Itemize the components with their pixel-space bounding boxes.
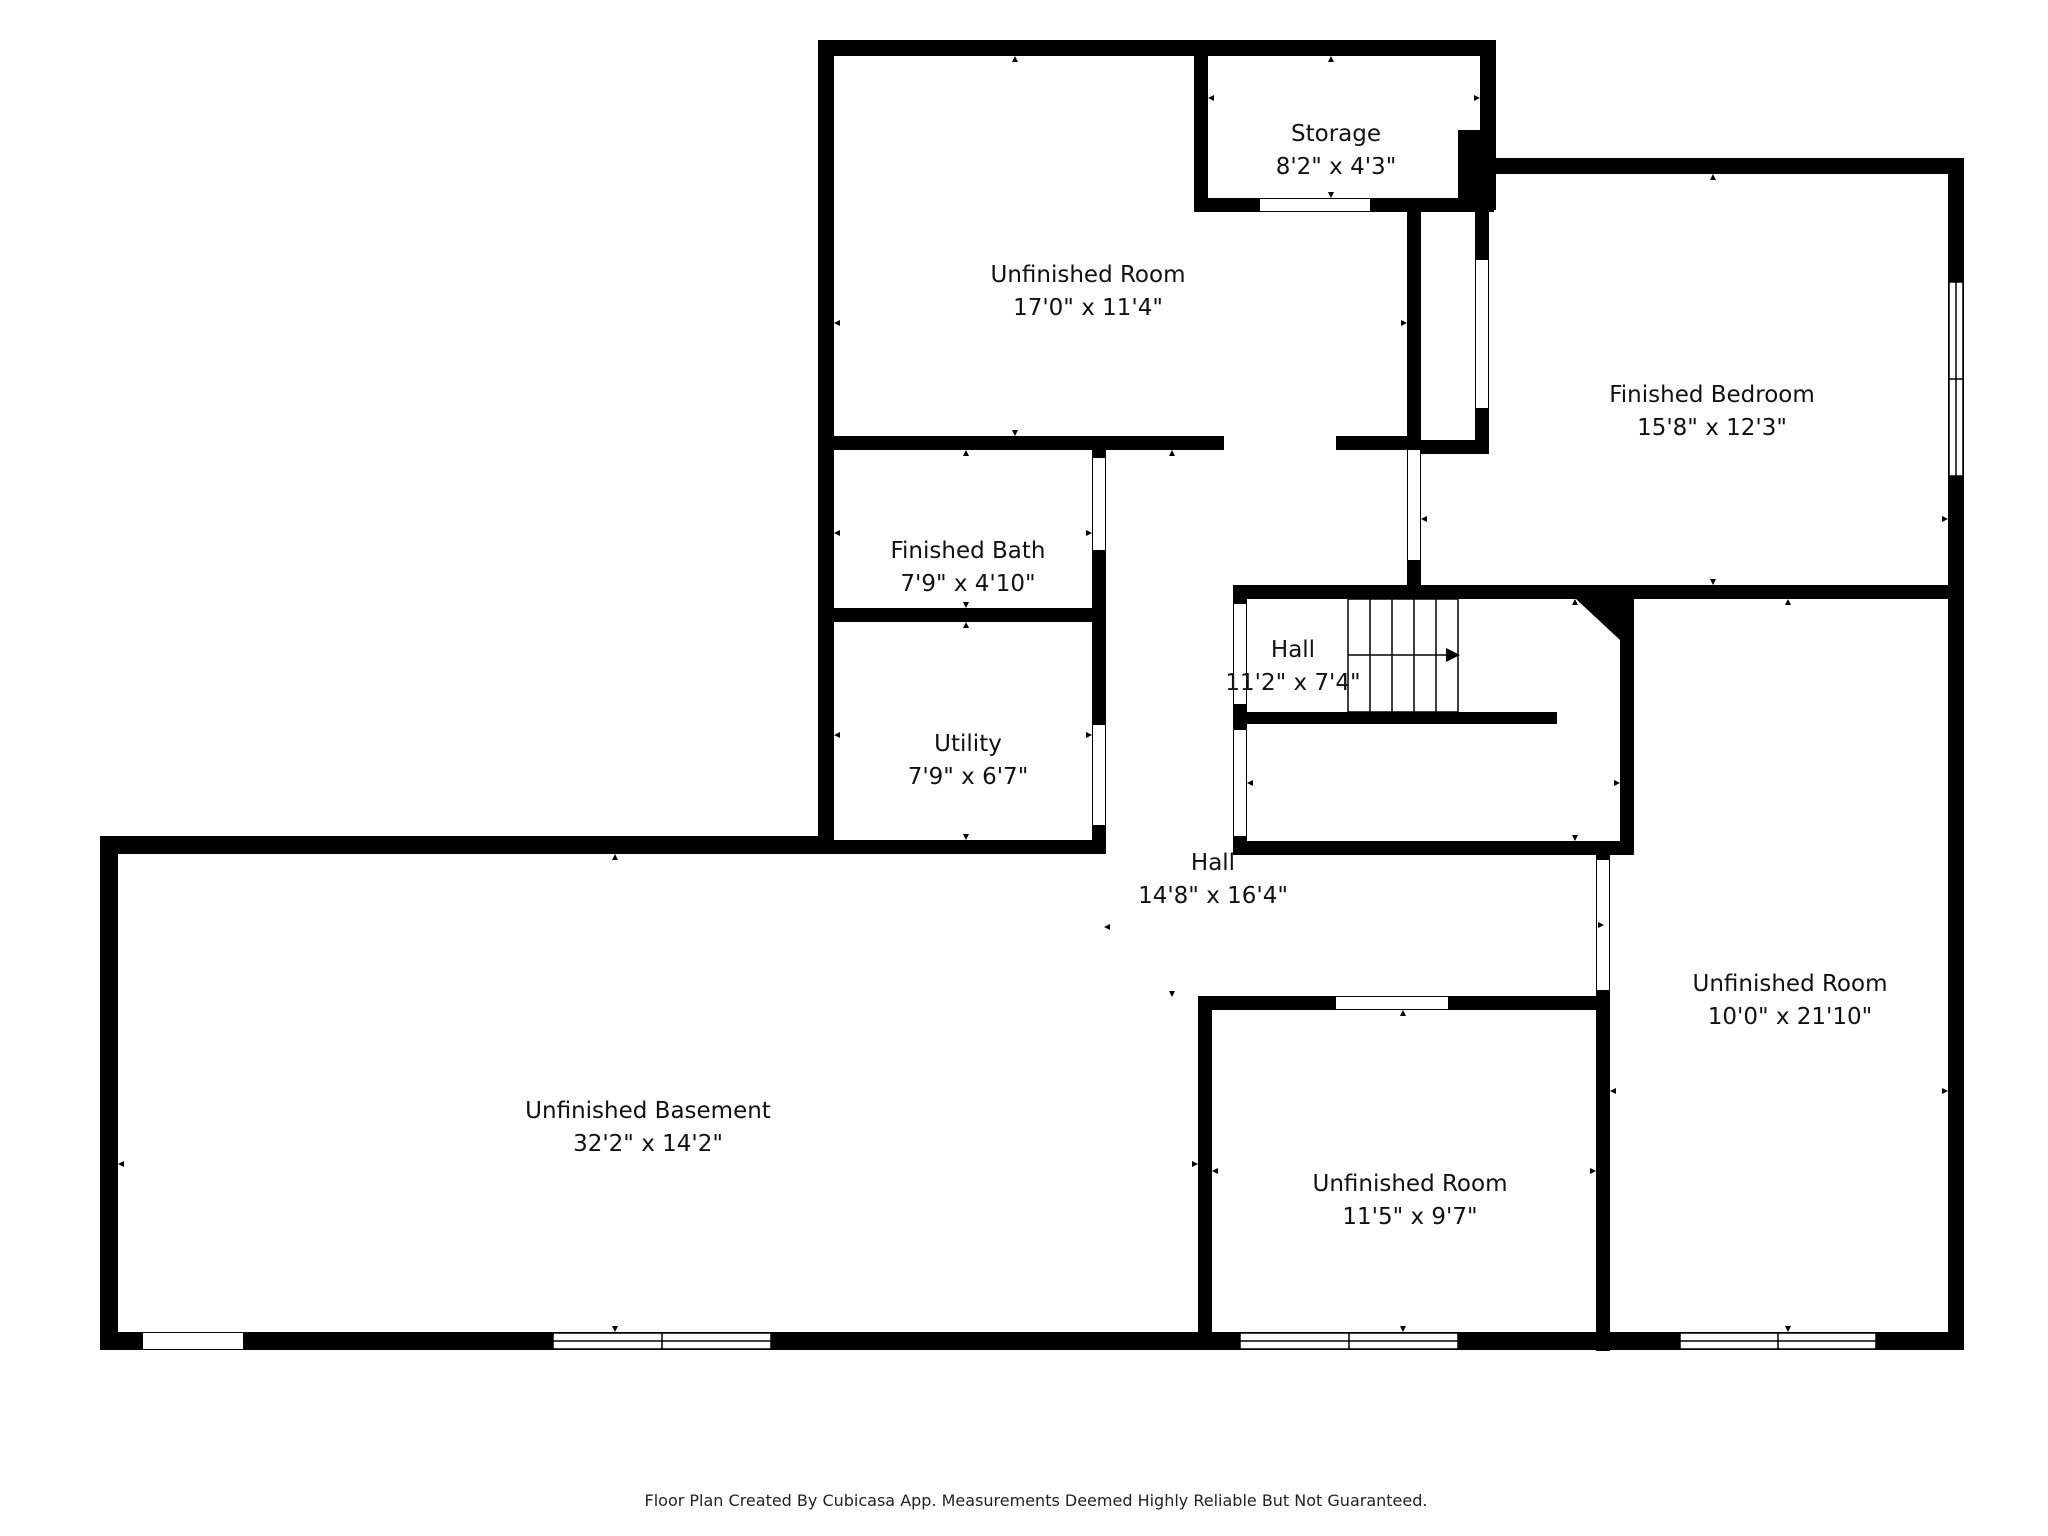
room-unfinished-room-bottom: Unfinished Room 11'5" x 9'7" (1313, 1171, 1508, 1230)
room-name: Unfinished Basement (525, 1098, 771, 1124)
room-storage: Storage 8'2" x 4'3" (1276, 121, 1397, 180)
room-unfinished-room-right: Unfinished Room 10'0" x 21'10" (1693, 971, 1888, 1030)
room-dimensions: 8'2" x 4'3" (1276, 154, 1397, 180)
room-dimensions: 14'8" x 16'4" (1138, 883, 1288, 909)
room-dimensions: 7'9" x 4'10" (900, 571, 1035, 597)
room-name: Storage (1291, 121, 1381, 147)
room-dimensions: 15'8" x 12'3" (1637, 415, 1787, 441)
room-hall-stairs: Hall 11'2" x 7'4" (1225, 637, 1360, 696)
room-dimensions: 11'5" x 9'7" (1342, 1204, 1477, 1230)
dimension-ticks (118, 56, 1948, 1332)
stairs (1347, 598, 1460, 713)
room-name: Hall (1271, 637, 1315, 663)
room-dimensions: 11'2" x 7'4" (1225, 670, 1360, 696)
room-dimensions: 32'2" x 14'2" (573, 1131, 723, 1157)
room-name: Utility (934, 731, 1002, 757)
room-name: Finished Bedroom (1609, 382, 1815, 408)
room-name: Unfinished Room (1313, 1171, 1508, 1197)
stair-arrow-icon (1446, 648, 1460, 662)
room-name: Unfinished Room (991, 262, 1186, 288)
room-name: Finished Bath (890, 538, 1045, 564)
room-unfinished-room-top: Unfinished Room 17'0" x 11'4" (991, 262, 1186, 321)
room-hall-main: Hall 14'8" x 16'4" (1138, 850, 1288, 909)
room-finished-bedroom: Finished Bedroom 15'8" x 12'3" (1609, 382, 1815, 441)
walls (100, 40, 1964, 1351)
room-name: Hall (1191, 850, 1235, 876)
room-name: Unfinished Room (1693, 971, 1888, 997)
openings (143, 199, 1609, 1349)
room-dimensions: 17'0" x 11'4" (1013, 295, 1163, 321)
room-unfinished-basement: Unfinished Basement 32'2" x 14'2" (525, 1098, 771, 1157)
room-dimensions: 7'9" x 6'7" (908, 764, 1029, 790)
room-utility: Utility 7'9" x 6'7" (908, 731, 1029, 790)
room-labels: Unfinished Room 17'0" x 11'4" Storage 8'… (525, 121, 1887, 1230)
room-dimensions: 10'0" x 21'10" (1708, 1004, 1872, 1030)
room-finished-bath: Finished Bath 7'9" x 4'10" (890, 538, 1045, 597)
disclaimer-footer: Floor Plan Created By Cubicasa App. Meas… (645, 1491, 1428, 1510)
windows (552, 281, 1964, 1350)
